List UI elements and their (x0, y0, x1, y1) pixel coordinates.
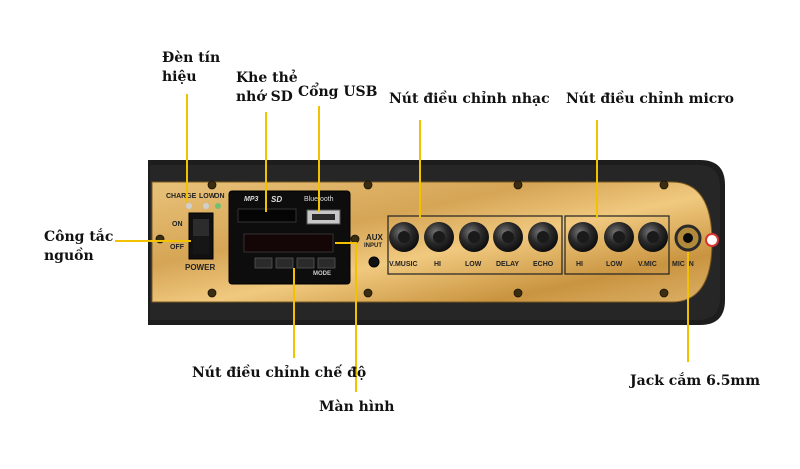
leader-man-hinh (335, 242, 355, 244)
leader-khe-the (265, 112, 267, 212)
knob-label-mic-hi: HI (576, 261, 583, 268)
charge-label: CHARGE (166, 193, 196, 200)
charge-led-icon (186, 203, 192, 209)
music-knobs (389, 222, 558, 252)
label-cong-tac: Công tắc nguồn (44, 228, 113, 266)
knob-label-vmic: V.MIC (638, 261, 657, 268)
label-khe-the: Khe thẻ nhớ SD (236, 69, 298, 107)
led-display (244, 234, 333, 252)
label-jack: Jack cắm 6.5mm (630, 372, 760, 391)
label-cong-usb: Cổng USB (298, 83, 377, 102)
knob-label-mic-low: LOW (606, 261, 622, 268)
mode-label: MODE (313, 271, 331, 277)
micro-knobs (568, 222, 668, 252)
knob-label-delay: DELAY (496, 261, 519, 268)
knob-label-hi: HI (434, 261, 441, 268)
knob-label-vmusic: V.MUSIC (389, 261, 418, 268)
power-label: POWER (185, 263, 215, 272)
on-led-icon (215, 203, 221, 209)
label-man-hinh: Màn hình (319, 398, 394, 417)
knob-label-low: LOW (465, 261, 481, 268)
switch-off-label: OFF (170, 244, 184, 251)
input-label: INPUT (364, 243, 382, 249)
leader-nut-che-do (293, 268, 295, 358)
sd-logo: SD (271, 195, 282, 204)
knob-label-echo: ECHO (533, 261, 553, 268)
label-nut-che-do: Nút điều chỉnh chế độ (192, 364, 366, 383)
low-led-icon (203, 203, 209, 209)
label-den-tin-hieu: Đèn tín hiệu (162, 49, 220, 87)
sd-card-slot (238, 209, 296, 222)
leader-jack (687, 252, 689, 362)
on-led-label: ON (214, 193, 225, 200)
leader-nut-micro (596, 120, 598, 218)
aux-label: AUX (366, 233, 383, 242)
aux-jack (369, 257, 379, 267)
leader-den-tin-hieu (186, 94, 188, 202)
mic-indicator-icon (706, 234, 718, 246)
low-label: LOW (199, 193, 215, 200)
leader-nut-nhac (419, 120, 421, 218)
label-nut-micro: Nút điều chỉnh micro (566, 90, 734, 109)
leader-cong-tac (115, 240, 191, 242)
label-nut-nhac: Nút điều chỉnh nhạc (389, 90, 550, 109)
mp3-logo: MP3 (244, 196, 258, 203)
mic-in-label: MIC IN (672, 261, 694, 268)
switch-on-label: ON (172, 221, 183, 228)
leader-cong-usb (318, 106, 320, 212)
